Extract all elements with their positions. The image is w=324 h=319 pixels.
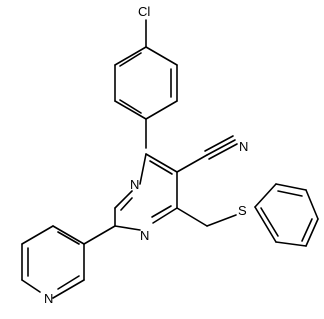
pyrimidine-ring [114,118,178,231]
pyrimidine-n3-label: N [130,177,139,192]
pyrimidine-n1-label: N [140,228,149,243]
chlorine-label: Cl [138,4,150,19]
pyridine-ring [21,225,116,299]
nitrile-nitrogen-label: N [239,139,248,154]
nitrile-group [176,135,238,173]
chlorophenyl-ring [114,46,178,120]
pyridine-nitrogen-label: N [44,291,53,306]
phenylthio-group [176,183,319,247]
sulfur-label: S [238,203,247,218]
